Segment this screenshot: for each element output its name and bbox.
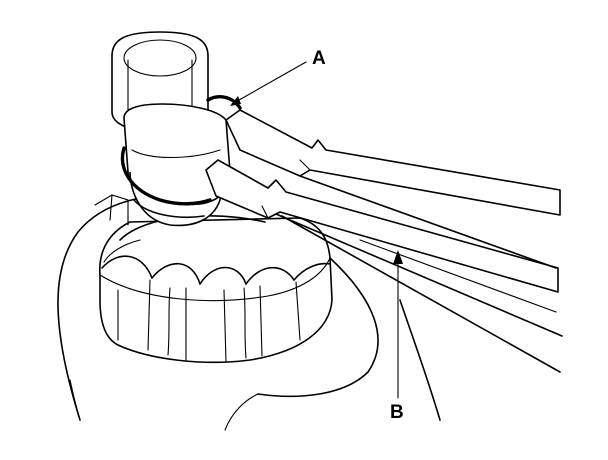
- callout-a: A: [230, 48, 326, 106]
- callout-a-label: A: [312, 48, 326, 69]
- callout-b-label: B: [390, 402, 404, 423]
- pinion-gear: [94, 194, 333, 364]
- armature-shaft: [111, 31, 231, 227]
- circlip-ring: [120, 95, 242, 206]
- snap-ring-pliers: [205, 109, 563, 421]
- callout-b: B: [390, 250, 404, 423]
